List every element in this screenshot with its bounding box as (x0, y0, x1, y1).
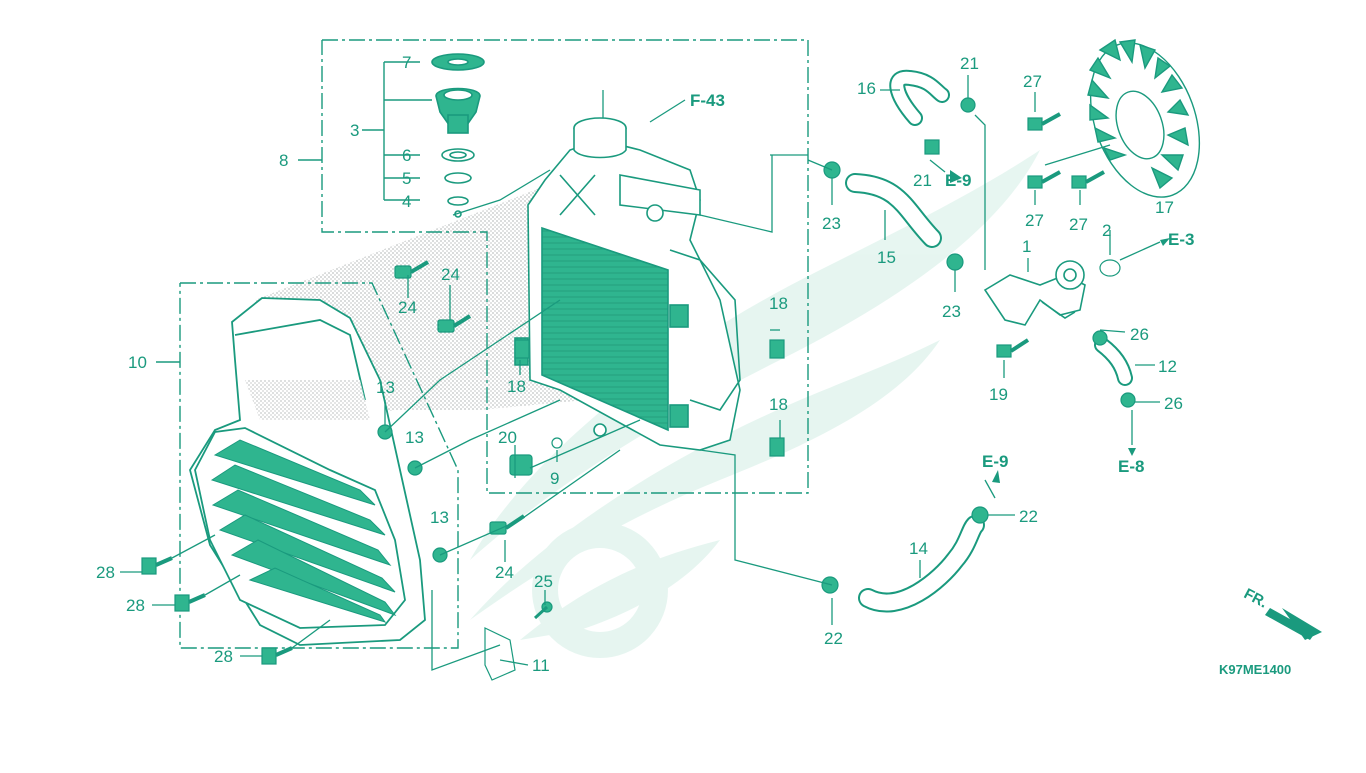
shroud-dotted-band (245, 380, 370, 420)
hose-14-inner (860, 517, 983, 611)
callout-26-a: 26 (1130, 325, 1149, 344)
callout-23-b: 23 (942, 302, 961, 321)
callout-9: 9 (550, 469, 559, 488)
ref-f43: F-43 (690, 91, 725, 110)
callout-27-b: 27 (1025, 211, 1044, 230)
callout-8: 8 (279, 151, 288, 170)
hose-16-inner (891, 71, 948, 124)
reference-arrows (950, 170, 1322, 640)
callout-6: 6 (402, 146, 411, 165)
drawing-code: K97ME1400 (1219, 662, 1291, 677)
ref-e8: E-8 (1118, 457, 1144, 476)
assembly-box-10 (179, 282, 459, 649)
callout-13-a: 13 (376, 378, 395, 397)
callout-19: 19 (989, 385, 1008, 404)
ref-e9-bottom: E-9 (982, 452, 1008, 471)
callout-28-c: 28 (214, 647, 233, 666)
radiator-core (514, 117, 741, 451)
cooling-fan-17 (1087, 38, 1201, 198)
hardware (141, 97, 1136, 681)
callout-1: 1 (1022, 237, 1031, 256)
callout-10: 10 (128, 353, 147, 372)
pipe-1 (983, 260, 1086, 326)
callout-13-b: 13 (405, 428, 424, 447)
hose-15-inner (847, 175, 940, 246)
ref-e9-top: E-9 (945, 171, 971, 190)
callout-26-b: 26 (1164, 394, 1183, 413)
callout-23-a: 23 (822, 214, 841, 233)
callout-18-c: 18 (769, 395, 788, 414)
callout-24-a: 24 (398, 298, 417, 317)
callout-16: 16 (857, 79, 876, 98)
callout-18-b: 18 (769, 294, 788, 313)
callout-27-a: 27 (1023, 72, 1042, 91)
callout-21-a: 21 (960, 54, 979, 73)
callout-14: 14 (909, 539, 928, 558)
callout-27-c: 27 (1069, 215, 1088, 234)
callout-28-b: 28 (126, 596, 145, 615)
callout-15: 15 (877, 248, 896, 267)
callout-3: 3 (350, 121, 359, 140)
assembly-box-8 (321, 39, 809, 494)
callout-25: 25 (534, 572, 553, 591)
callout-2: 2 (1102, 221, 1111, 240)
front-direction-label: FR. (1241, 585, 1270, 611)
callout-22-a: 22 (1019, 507, 1038, 526)
callout-18-a: 18 (507, 377, 526, 396)
callout-20: 20 (498, 428, 517, 447)
callout-28-a: 28 (96, 563, 115, 582)
hose-12-inner (1096, 339, 1131, 384)
callout-5: 5 (402, 169, 411, 188)
callout-12: 12 (1158, 357, 1177, 376)
callout-labels: 7 3 6 5 4 8 10 24 24 13 13 13 18 20 9 24… (96, 53, 1183, 675)
callout-7: 7 (402, 53, 411, 72)
callout-4: 4 (402, 192, 411, 211)
callout-11: 11 (532, 656, 550, 675)
callout-24-b: 24 (441, 265, 460, 284)
ref-e3: E-3 (1168, 230, 1194, 249)
callout-brackets (156, 61, 432, 363)
callout-17: 17 (1155, 198, 1174, 217)
radiator-cap-assembly (431, 53, 485, 218)
callout-22-b: 22 (824, 629, 843, 648)
callout-24-c: 24 (495, 563, 514, 582)
callout-21-b: 21 (913, 171, 932, 190)
leader-lines (120, 75, 1161, 671)
reference-labels: F-43 E-9 E-3 E-8 E-9 (690, 91, 1194, 476)
callout-13-c: 13 (430, 508, 449, 527)
